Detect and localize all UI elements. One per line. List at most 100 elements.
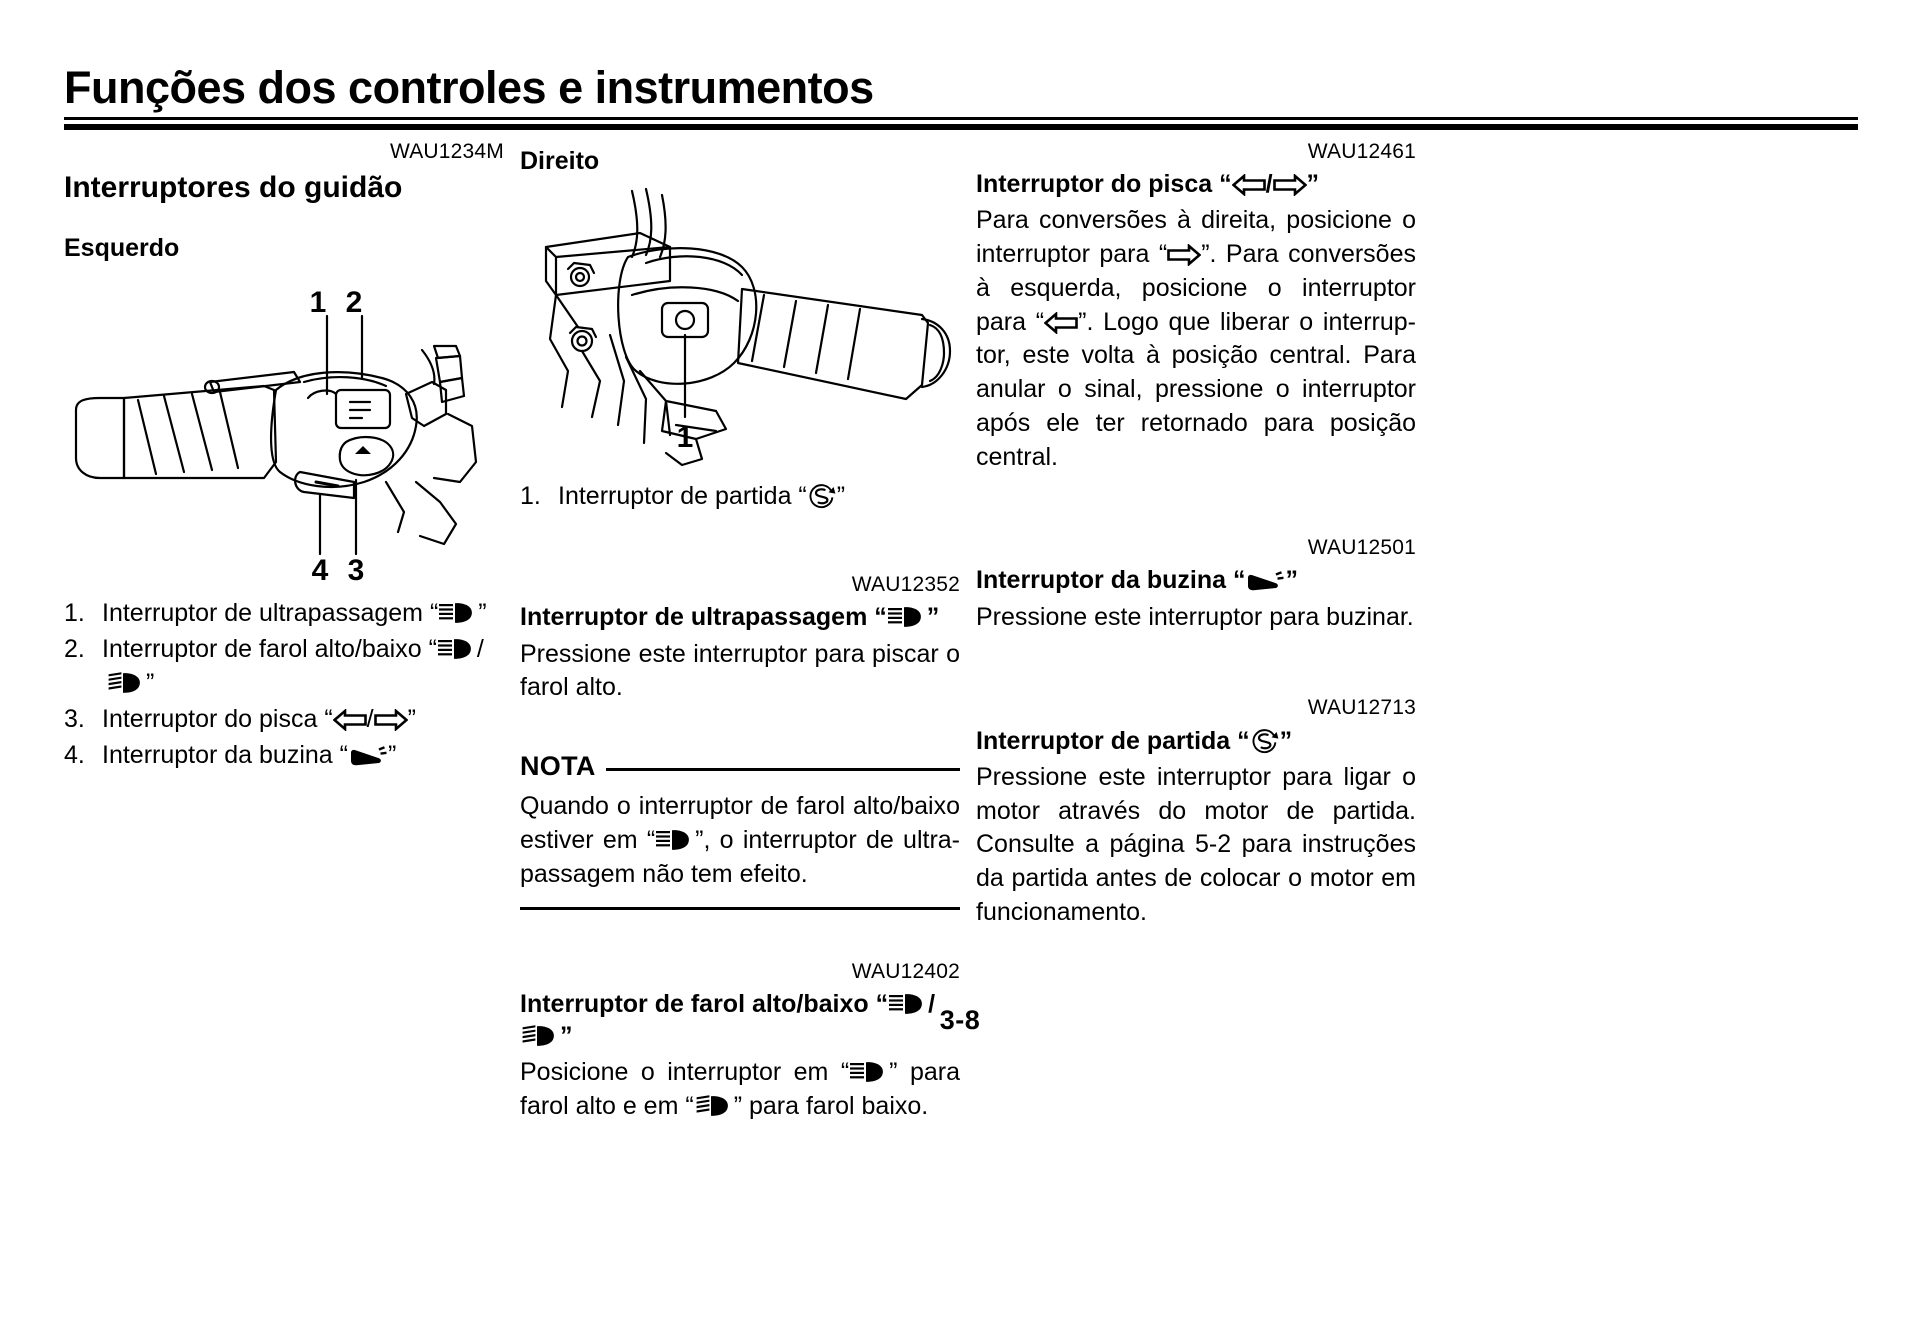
header-rule-thin (64, 117, 1858, 120)
legend-quote-close: ” (407, 704, 416, 733)
body-text-1: Para conversões à direita, posicione o i… (976, 206, 1416, 269)
start-switch-icon (1250, 727, 1280, 755)
note-block: NOTA Quando o interruptor de farol alto/… (520, 751, 960, 911)
body-text-3: ”. Logo que liberar o interrup-tor, este… (976, 307, 1416, 471)
wau-code-start-switch: WAU12713 (1307, 696, 1416, 720)
right-column: WAU12461 Interruptor do pisca “ / ” Para c… (976, 140, 1416, 930)
legend-text: Interruptor de farol alto/baixo “ (102, 634, 437, 663)
header-rule-thick (64, 124, 1858, 130)
heading-text: Interruptor da buzina “ (976, 566, 1246, 595)
body-text-3: ” para farol baixo. (733, 1091, 929, 1120)
note-text-2: ”, o interruptor de ultra-passagem não t… (520, 825, 960, 888)
turn-signal-right-icon (1273, 174, 1307, 196)
horn-block: WAU12501 Interruptor da buzina “ ” Pressi… (976, 536, 1416, 634)
body-start-switch: Pressione este interruptor para ligar o … (976, 762, 1416, 926)
legend-separator: / (476, 634, 484, 663)
legend-number: 1. (520, 482, 541, 511)
legend-text: Interruptor da buzina “ (102, 740, 348, 769)
heading-quote-close: ” (926, 603, 940, 632)
heading-dimmer-switch: Interruptor de farol alto/baixo “ / ” (520, 989, 960, 1052)
legend-quote-close: ” (146, 668, 155, 697)
turn-signal-left-icon (333, 709, 367, 731)
legend-text: Interruptor de partida “ (558, 482, 807, 511)
left-handlebar-switch-illustration: 1 2 4 3 (64, 286, 504, 586)
horn-icon (348, 745, 388, 767)
legend-text: Interruptor de ultrapassagem “ (102, 598, 439, 627)
headlight-high-beam-flash-icon (438, 601, 478, 625)
turn-signal-left-icon (1232, 174, 1266, 196)
headlight-low-beam-icon (106, 671, 146, 695)
heading-text: Interruptor do pisca “ (976, 170, 1232, 199)
subheading-right-side: Direito (520, 147, 600, 175)
note-label: NOTA (520, 751, 596, 782)
figure-callout-3: 3 (348, 554, 365, 586)
right-handlebar-switch-illustration: 1 (520, 185, 960, 475)
legend-number: 2. (64, 634, 85, 663)
left-column: WAU1234M Interruptores do guidão Esquerd… (64, 140, 504, 774)
heading-quote-close: ” (1306, 170, 1320, 199)
body-text-2: ” para farol alto e em “ (520, 1057, 960, 1120)
heading-separator: / (928, 990, 936, 1019)
page-title: Funções dos controles e instrumentos (64, 62, 874, 113)
legend-number: 1. (64, 598, 85, 627)
body-dimmer-switch: Posicione o interruptor em “” para farol… (520, 1056, 960, 1124)
headlight-low-beam-icon (694, 1094, 734, 1118)
start-switch-icon (807, 482, 837, 510)
legend-item-start-switch: 1. Interruptor de partida “ ” (520, 479, 960, 513)
heading-horn: Interruptor da buzina “ ” (976, 565, 1416, 596)
wau-code-pass-switch: WAU12352 (851, 573, 960, 597)
wau-code-horn: WAU12501 (1307, 536, 1416, 560)
legend-item-pass-switch: 1. Interruptor de ultrapassagem “ ” (64, 596, 504, 630)
legend-item-turn-signal-switch: 3. Interruptor do pisca “/” (64, 702, 504, 736)
middle-column: Direito (520, 140, 960, 1123)
subheading-left-side: Esquerdo (64, 233, 180, 262)
headlight-high-beam-flash-icon (887, 605, 927, 629)
body-text-1: Posicione o interruptor em “ (520, 1057, 850, 1086)
pass-switch-block: WAU12352 Interruptor de ultrapassagem “ ”… (520, 573, 960, 705)
heading-start-switch: Interruptor de partida “” (976, 726, 1416, 757)
legend-item-horn-switch: 4. Interruptor da buzina “ ” (64, 738, 504, 772)
page-number: 3-8 (939, 1005, 981, 1035)
legend-separator: / (366, 704, 374, 733)
body-pass-switch: Pressione este interruptor para piscar o… (520, 639, 960, 702)
figure-callout-2: 2 (346, 286, 363, 319)
note-header-rule (605, 768, 960, 772)
legend-quote-close: ” (387, 740, 397, 769)
legend-number: 3. (64, 704, 85, 733)
wau-code-turn-signal: WAU12461 (1307, 140, 1416, 163)
heading-turn-signal: Interruptor do pisca “ / ” (976, 169, 1416, 200)
legend-quote-close: ” (836, 482, 846, 511)
turn-signal-block: WAU12461 Interruptor do pisca “ / ” Para c… (976, 140, 1416, 474)
legend-number: 4. (64, 740, 85, 769)
turn-signal-right-icon (1167, 244, 1201, 266)
section-title-handlebar-switches: Interruptores do guidão (64, 171, 403, 205)
right-figure-legend: 1. Interruptor de partida “ ” (520, 479, 960, 513)
heading-text: Interruptor de farol alto/baixo “ (520, 990, 889, 1019)
figure-callout-1: 1 (677, 421, 694, 454)
headlight-high-beam-icon (849, 1060, 889, 1084)
heading-quote-close: ” (560, 1021, 573, 1050)
heading-quote-close: ” (1279, 726, 1293, 755)
legend-quote-close: ” (478, 598, 487, 627)
heading-separator: / (1265, 170, 1273, 199)
figure-callout-1: 1 (310, 286, 327, 319)
note-bottom-rule (520, 907, 960, 911)
note-header: NOTA (520, 751, 960, 782)
body-text-2: ”. Para conversões à esquerda, posicione… (976, 240, 1416, 336)
wau-code-handlebar-switches: WAU1234M (389, 140, 504, 163)
figure-callout-4: 4 (312, 554, 329, 586)
headlight-high-beam-icon (655, 828, 695, 852)
headlight-high-beam-icon (437, 637, 477, 661)
heading-quote-close: ” (1285, 566, 1298, 595)
note-body: Quando o interruptor de farol alto/baixo… (520, 790, 960, 891)
start-switch-block: WAU12713 Interruptor de partida “” Press… (976, 696, 1416, 929)
wau-code-dimmer-switch: WAU12402 (851, 960, 960, 984)
body-horn: Pressione este interruptor para buzinar. (976, 602, 1414, 631)
heading-text: Interruptor de ultrapassagem “ (520, 603, 887, 632)
turn-signal-left-icon (1044, 312, 1078, 334)
horn-icon (1245, 570, 1285, 592)
turn-signal-right-icon (374, 709, 408, 731)
note-text-1: Quando o interruptor de farol alto/baixo… (520, 792, 960, 854)
body-turn-signal: Para conversões à direita, posicione o i… (976, 204, 1416, 474)
